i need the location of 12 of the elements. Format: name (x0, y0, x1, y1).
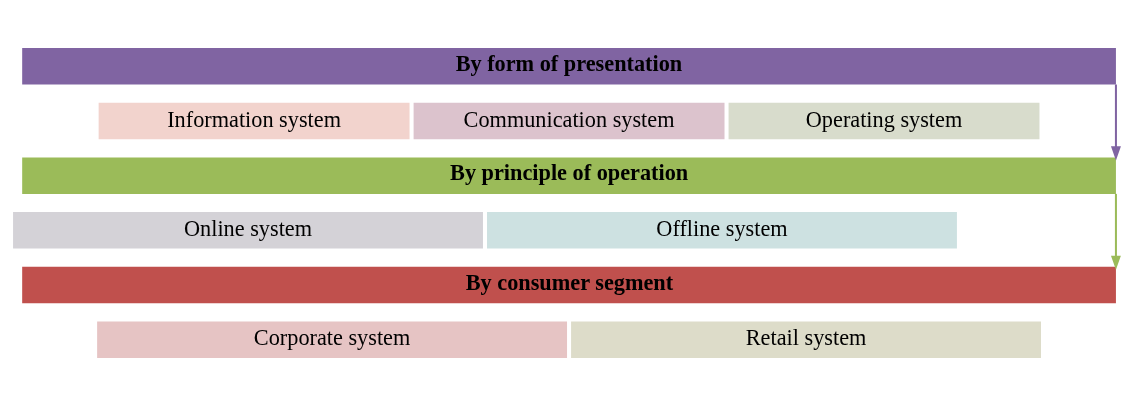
node-box: Operating system (728, 102, 1040, 139)
arrow (1110, 84, 1121, 160)
arrow (1110, 193, 1121, 270)
node-box: Online system (13, 211, 483, 249)
node-box: By form of presentation (22, 47, 1116, 84)
node-box: Offline system (487, 211, 957, 249)
node-box: By principle of operation (22, 156, 1116, 194)
node-box: By consumer segment (22, 266, 1116, 303)
node-box: Retail system (571, 321, 1041, 358)
node-box: Communication system (413, 102, 725, 139)
node-box: Information system (98, 102, 410, 139)
node-box: Corporate system (97, 321, 568, 358)
